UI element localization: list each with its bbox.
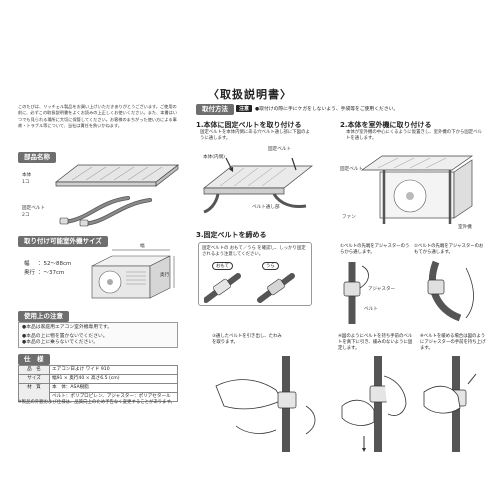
- spec-table: 品 名 エアコン日よけ ワイド 910 サイズ 幅91 × 奥行40 × 高さ6…: [18, 365, 178, 402]
- parts-body-illustration: [54, 164, 180, 187]
- section-caution: 使用上の注意: [18, 311, 69, 322]
- step-3-adjuster-illustration: [204, 273, 295, 303]
- step-3-label-adjuster: アジャスター: [368, 287, 396, 292]
- caution-line-3: ●本品の上に乗らないでください。: [22, 340, 98, 345]
- parts-belt-label: 固定ベルト: [22, 206, 45, 211]
- step-1-illustration: [202, 157, 314, 214]
- spec-value: 幅91 × 奥行40 × 高さ6.5 (cm): [49, 374, 178, 384]
- spec-value: エアコン日よけ ワイド 910: [49, 365, 178, 375]
- compat-depth-label: 奥行: [24, 270, 36, 276]
- compat-width-label: 幅: [24, 261, 30, 267]
- method-caution-text: ●取付けの際に手にケガをしないよう、手袋等をご使用ください。: [255, 107, 399, 112]
- spec-key: 品 名: [18, 365, 50, 375]
- compat-width-value: ：52〜88cm: [38, 261, 72, 267]
- spec-key: サイズ: [18, 374, 50, 384]
- step-3-hand-illustration-1: [215, 356, 316, 452]
- intro-text: このたびは、リッチェル製品をお買い上げいただきありがとうございます。ご使用の前に…: [18, 104, 178, 129]
- spec-row: サイズ 幅91 × 奥行40 × 高さ6.5 (cm): [18, 374, 178, 384]
- parts-belt-qty: 2コ: [22, 213, 30, 218]
- parts-belt-illustration: [59, 196, 152, 227]
- badge-ura: うら: [262, 262, 279, 270]
- step-3-sub-4: ④図のようにベルトを持ち手前のベルトを真下に引き、緩みのないように固定します。: [338, 334, 413, 351]
- spec-row: ベルト：ポリプロピレン、アジャスター：ポリアセタール: [19, 392, 178, 402]
- spec-value: 本 体：ASA樹脂: [49, 383, 178, 393]
- section-parts: 部品名称: [18, 152, 56, 163]
- caution-line-2: ●本品の上に物を置かないでください。: [22, 333, 108, 339]
- page-title: 〈取扱説明書〉: [208, 88, 292, 101]
- step-2-illustration: [360, 155, 474, 224]
- step-3-hand-illustration-3: [423, 356, 477, 452]
- step-3-note-box: 固定ベルトの おもて／うら を確認し、しっかり固定されるよう注意してください。: [198, 242, 312, 306]
- step-3-label-belt: ベルト: [364, 307, 378, 312]
- step-1-label-body: 本体(内側): [203, 155, 225, 160]
- method-caution: 注意●取付けの際に手にケガをしないよう、手袋等をご使用ください。: [236, 105, 398, 112]
- compat-depth-dim: 奥行: [160, 273, 170, 278]
- spec-footnote: ※製品の外観および仕様は、品質向上のため予告なく変更することがあります。: [18, 400, 175, 405]
- step-1-label-hole: ベルト通し部: [252, 205, 280, 210]
- step-3-sub-3: ③通したベルトを引き出し、たわみを取ります。: [212, 334, 282, 345]
- step-1-desc: 固定ベルトを本体内側にある穴ベルト通し部に下図のように通します。: [200, 130, 310, 141]
- section-compat-size: 取り付け可能室外機サイズ: [18, 236, 108, 247]
- compat-width-dim: 幅: [140, 244, 145, 249]
- badge-omote: おもて: [212, 262, 233, 270]
- step-2-label-unit: 室外機: [458, 225, 472, 230]
- step-3-sub-1: ①ベルトの先端をアジャスターのうらから通します。: [340, 244, 410, 255]
- step-2-title: 2.本体を室外機に取り付ける: [340, 121, 432, 129]
- step-2-desc: 本体が室外機の中心にくるように仮置きし、室外機の下から固定ベルトを通します。: [346, 130, 482, 141]
- spec-value: ベルト：ポリプロピレン、アジャスター：ポリアセタール: [49, 392, 178, 402]
- spec-row: 材 質 本 体：ASA樹脂: [18, 383, 178, 402]
- step-1-label-belt: 固定ベルト: [268, 147, 291, 152]
- step-3-hand-illustration-2: [341, 356, 407, 452]
- caution-box: ●本品は家庭用エアコン室外機専用です。 ●本品の上に物を置かないでください。 ●…: [18, 322, 178, 348]
- parts-body-label: 本体: [22, 173, 32, 178]
- parts-body-qty: 1コ: [22, 180, 30, 185]
- step-3-threading-illustration: [343, 260, 474, 324]
- section-method: 取付方法: [196, 104, 234, 115]
- step-2-label-fan: ファン: [342, 215, 356, 220]
- spec-row: 品 名 エアコン日よけ ワイド 910: [18, 365, 178, 375]
- step-3-sub-5: ※ベルトを緩める場合は図のようにアジャスターの手前を持ち上げます。: [420, 334, 486, 351]
- step-3-desc: 固定ベルトの おもて／うら を確認し、しっかり固定されるよう注意してください。: [202, 246, 306, 257]
- step-3-sub-2: ②ベルトの先端をアジャスターのおもてから通します。: [414, 244, 484, 255]
- caution-tag: 注意: [236, 105, 253, 112]
- spec-key: 材 質: [18, 383, 50, 402]
- step-1-title: 1.本体に固定ベルトを取り付ける: [196, 121, 302, 129]
- section-spec: 仕 様: [18, 354, 50, 365]
- caution-line-1: ●本品は家庭用エアコン室外機専用です。: [22, 325, 113, 330]
- step-2-label-belt: 固定ベルト: [340, 167, 363, 172]
- compat-depth-value: ：〜37cm: [38, 270, 65, 276]
- compat-unit-illustration: [91, 249, 175, 299]
- step-3-title: 3.固定ベルトを締める: [196, 231, 267, 239]
